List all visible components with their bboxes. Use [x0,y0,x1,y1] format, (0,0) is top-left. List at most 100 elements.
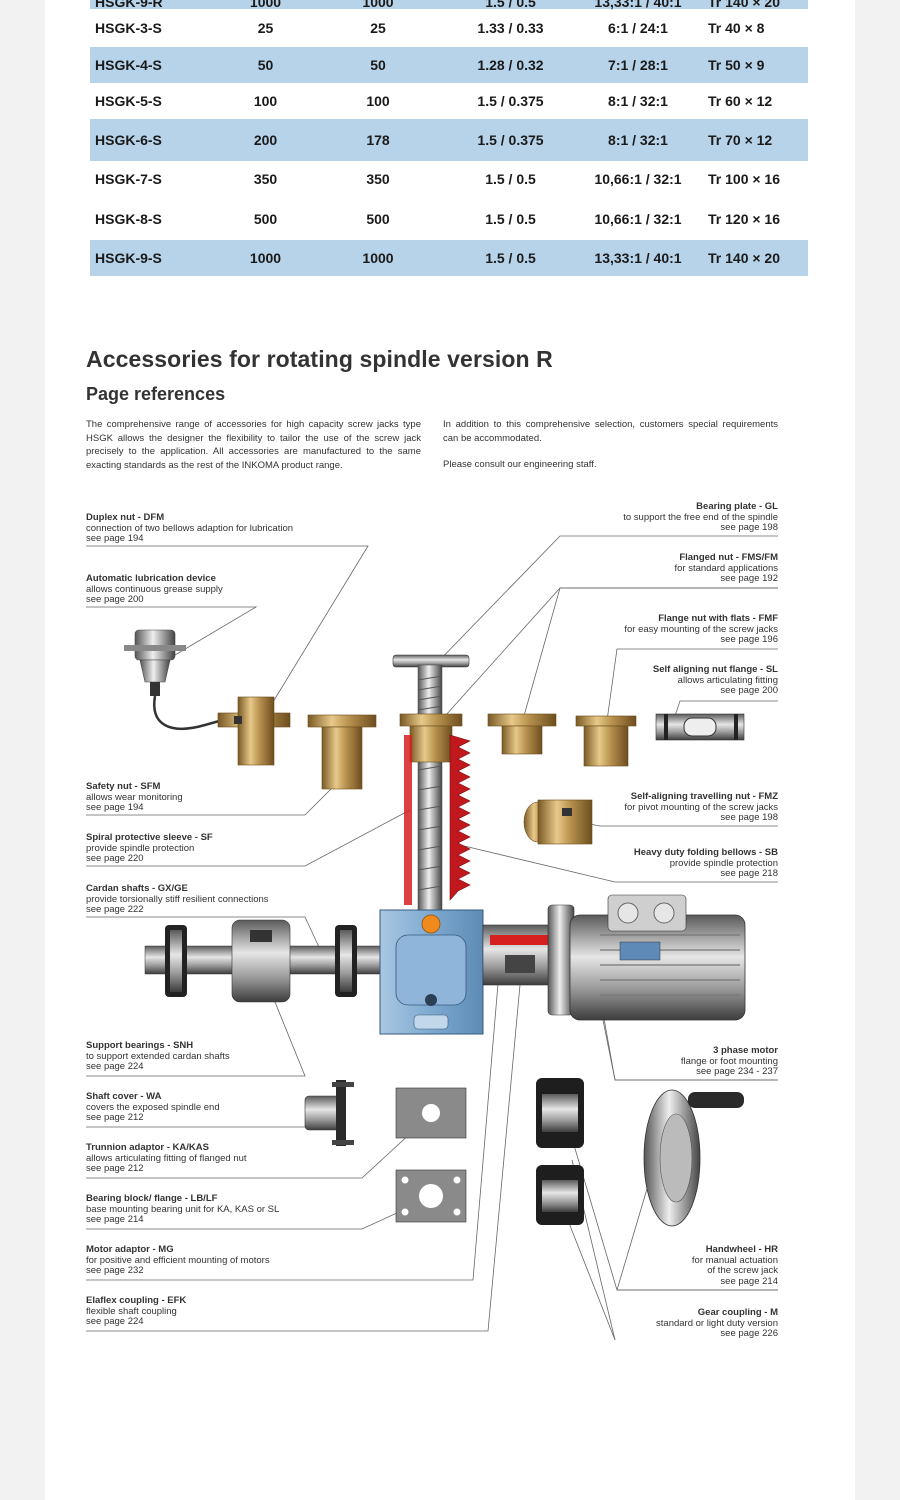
table-cell-ratio: 1.5 / 0.5 [485,210,536,227]
label-title: Spiral protective sleeve - SF [86,832,213,843]
table-cell-gear: 13,33:1 / 40:1 [578,0,698,9]
label-page: see page 226 [720,1328,778,1339]
label-title: Heavy duty folding bellows - SB [633,847,778,858]
label-title: Duplex nut - DFM [86,512,165,523]
label-page: see page 224 [86,1061,144,1072]
flange-nut-flats-drawing [575,715,637,767]
label-title: Safety nut - SFM [86,781,161,792]
table-cell-ratio: 1.5 / 0.5 [443,0,578,9]
table-cell-model: HSGK-6-S [90,119,213,161]
table-cell-thread: Tr 70 × 12 [698,119,808,161]
label-page: see page 200 [86,594,144,605]
motor-drawing [547,894,746,1021]
table-cell-thread: Tr 140 × 20 [698,0,808,9]
label-spiral-sleeve: Spiral protective sleeve - SF provide sp… [86,832,386,865]
travelling-nut-drawing [523,799,593,845]
label-motor-adaptor: Motor adaptor - MG for positive and effi… [86,1244,386,1277]
table-cell-model: HSGK-4-S [90,47,213,83]
label-title: Bearing block/ flange - LB/LF [86,1193,218,1204]
table-cell-v1: 1000 [213,240,298,276]
label-title: Cardan shafts - GX/GE [86,883,188,894]
intro-right-text-1: In addition to this comprehensive select… [443,419,778,444]
table-cell-thread: Tr 120 × 16 [708,210,781,227]
label-desc: provide spindle protection [669,857,778,869]
label-page: see page 234 - 237 [696,1066,778,1077]
label-desc: standard or light duty version [656,1317,778,1329]
label-safety-nut: Safety nut - SFM allows wear monitoring … [86,781,386,814]
label-desc: to support extended cardan shafts [86,1050,230,1062]
label-title: Flanged nut - FMS/FM [679,552,778,563]
label-handwheel: Handwheel - HR for manual actuation of t… [478,1244,778,1287]
label-flanged-nut: Flanged nut - FMS/FM for standard applic… [478,552,778,585]
label-page: see page 214 [86,1214,144,1225]
table-cell-v2: 1000 [298,0,443,9]
label-support-bearings: Support bearings - SNH to support extend… [86,1040,386,1073]
label-trunnion-adaptor: Trunnion adaptor - KA/KAS allows articul… [86,1142,386,1175]
table-cell-ratio: 1.28 / 0.32 [443,47,578,83]
label-3-phase-motor: 3 phase motor flange or foot mounting se… [478,1045,778,1078]
table-cell-v1: 100 [253,93,278,109]
flanged-nut-drawing [487,713,557,755]
motor-adaptor-drawing [482,924,554,986]
label-page: see page 192 [720,573,778,584]
label-page: see page 198 [720,812,778,823]
label-desc: flange or foot mounting [680,1055,778,1067]
table-cell-v1: 500 [253,210,278,227]
table-cell-v2: 100 [366,93,390,109]
table-cell-model: HSGK-8-S [95,210,162,227]
label-desc: allows articulating fitting of flanged n… [86,1152,247,1164]
table-cell-gear: 8:1 / 32:1 [608,93,668,109]
label-page: see page 212 [86,1112,144,1123]
table-cell-gear: 10,66:1 / 32:1 [594,210,682,227]
label-title: Shaft cover - WA [86,1091,162,1102]
label-page: see page 198 [720,522,778,533]
duplex-nut-drawing [217,696,291,766]
label-page: see page 214 [720,1275,778,1287]
bearing-block-drawing [395,1169,467,1223]
label-desc: allows continuous grease supply [86,583,223,595]
label-title: Self aligning nut flange - SL [652,664,778,675]
label-page: see page 212 [86,1163,144,1174]
label-cardan-shafts: Cardan shafts - GX/GE provide torsionall… [86,883,386,916]
label-title: Support bearings - SNH [86,1040,194,1051]
label-desc: flexible shaft coupling [86,1305,177,1317]
label-title: Trunnion adaptor - KA/KAS [86,1142,209,1153]
label-shaft-cover: Shaft cover - WA covers the exposed spin… [86,1091,386,1124]
table-cell-ratio: 1.33 / 0.33 [477,20,544,36]
label-page: see page 218 [720,868,778,879]
label-page: see page 224 [86,1316,144,1327]
label-desc: provide spindle protection [86,842,195,854]
table-cell-ratio: 1.5 / 0.5 [485,171,536,187]
table-cell-thread: Tr 100 × 16 [708,171,781,187]
label-page: see page 200 [720,685,778,696]
gearbox-drawing [379,909,484,1035]
label-page: see page 220 [86,853,144,864]
label-duplex-nut: Duplex nut - DFM connection of two bello… [86,512,386,545]
intro-left: The comprehensive range of accessories f… [86,418,421,485]
label-title: Bearing plate - GL [696,501,778,512]
self-aligning-flange-drawing [655,713,745,741]
table-cell-gear: 7:1 / 28:1 [578,47,698,83]
table-cell-gear: 10,66:1 / 32:1 [594,171,682,187]
table-cell-gear: 6:1 / 24:1 [608,20,668,36]
shaft-cover-drawing [304,1080,354,1146]
label-page: see page 194 [86,802,144,813]
label-gear-coupling: Gear coupling - M standard or light duty… [478,1307,778,1340]
table-cell-model: HSGK-9-R [90,0,213,9]
label-desc: connection of two bellows adaption for l… [86,522,294,534]
label-page: see page 232 [86,1265,144,1276]
table-cell-ratio: 1.5 / 0.375 [443,119,578,161]
label-desc: provide torsionally stiff resilient conn… [86,893,269,905]
intro-right: In addition to this comprehensive select… [443,418,778,485]
label-desc: for positive and efficient mounting of m… [86,1254,270,1266]
table-cell-thread: Tr 50 × 9 [698,47,808,83]
label-desc: to support the free end of the spindle [623,511,778,523]
table-cell-v1: 1000 [213,0,298,9]
trunnion-adaptor-drawing [395,1087,467,1139]
